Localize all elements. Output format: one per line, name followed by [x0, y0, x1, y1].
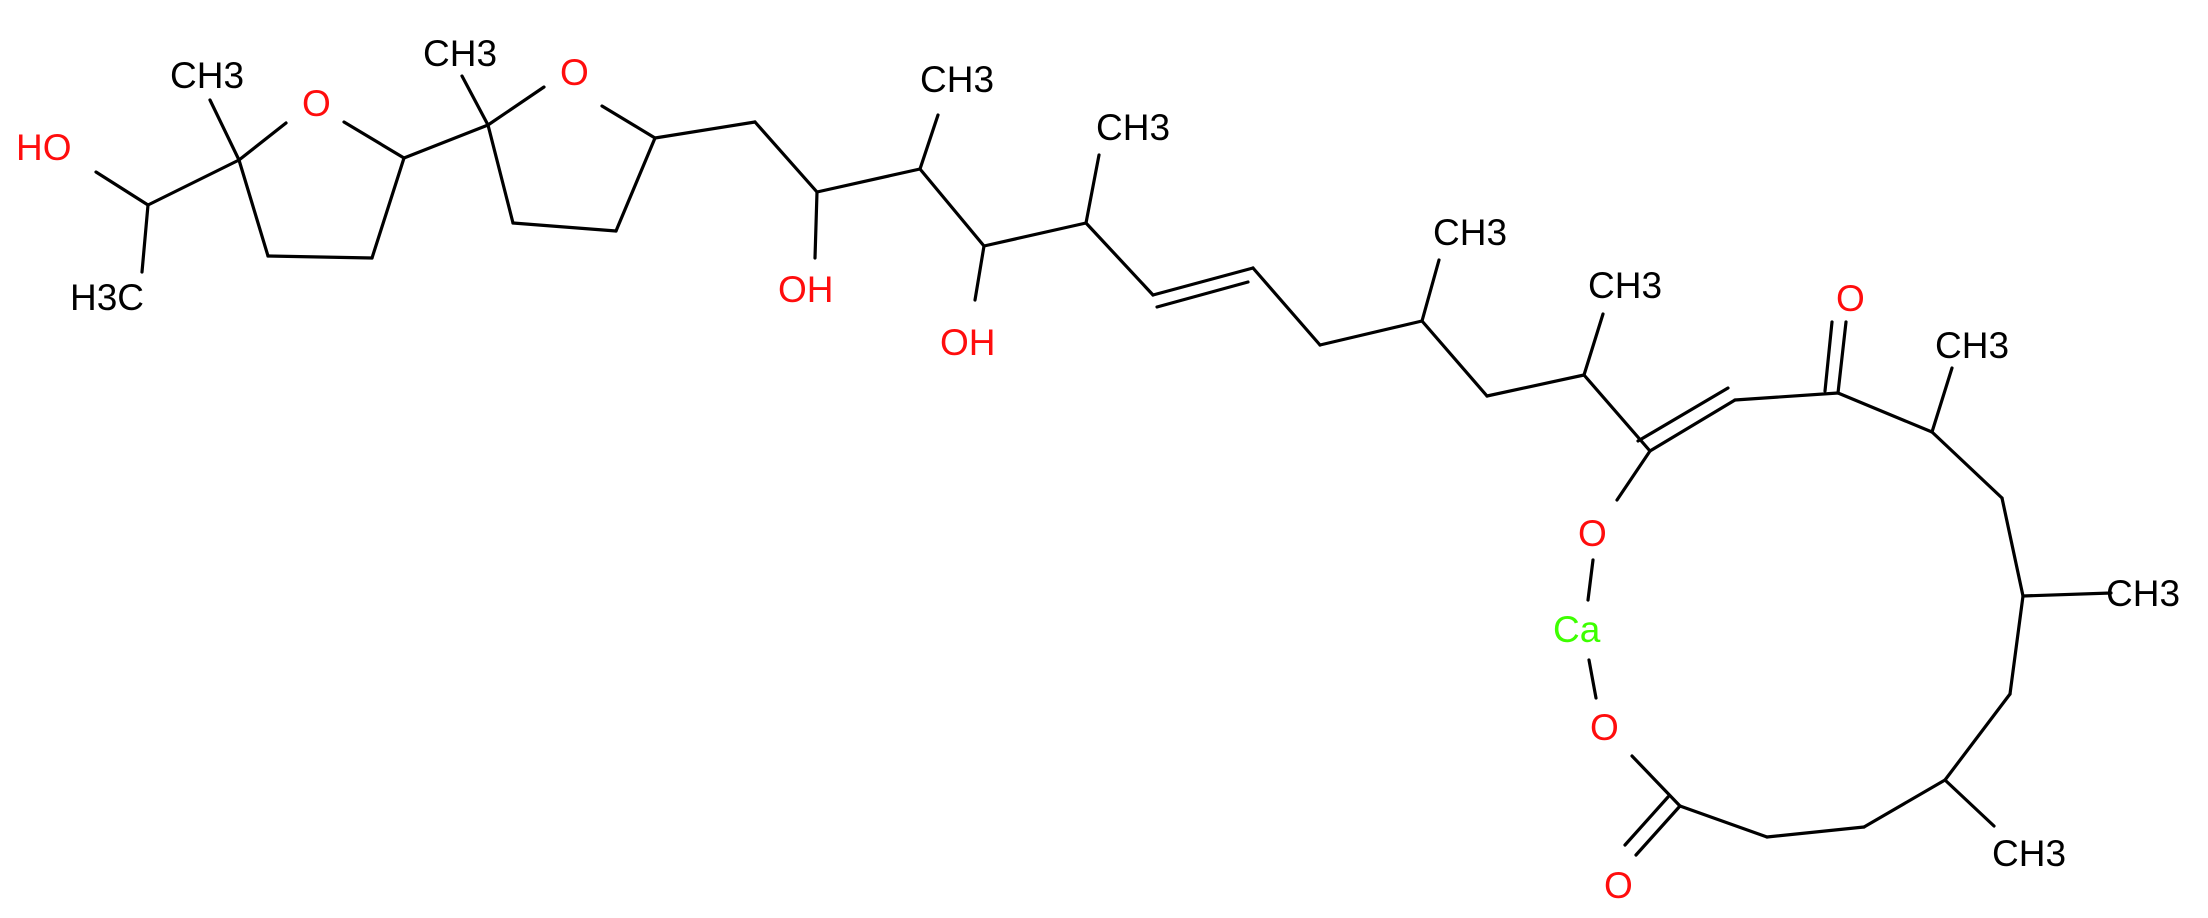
label-ch3-chain4: CH3 [1588, 265, 1662, 306]
label-oh-2: OH [940, 322, 996, 363]
label-ch3-thf2: CH3 [423, 33, 497, 74]
label-oh-1: OH [778, 269, 834, 310]
label-o-ring2: O [560, 52, 589, 93]
label-ch3-chain2: CH3 [1096, 107, 1170, 148]
label-o-ca-bottom: O [1590, 707, 1619, 748]
bond-lines [94, 74, 2113, 857]
label-o-lactone: O [1604, 865, 1633, 906]
label-ch3-ring-b: CH3 [2106, 573, 2180, 614]
label-ho-top: HO [16, 127, 72, 168]
label-o-ring1: O [302, 83, 331, 124]
label-ch3-ring-c: CH3 [1992, 833, 2066, 874]
label-ca: Ca [1553, 609, 1601, 650]
label-o-ketone-top: O [1836, 278, 1865, 319]
label-ch3-chain1: CH3 [920, 59, 994, 100]
label-ch3-ring-a: CH3 [1935, 325, 2009, 366]
atom-labels: CH3 HO H3C O CH3 O CH3 CH3 OH OH CH3 CH3… [16, 33, 2180, 906]
label-h3c-left: H3C [70, 277, 144, 318]
label-o-ca-top: O [1578, 513, 1607, 554]
label-ch3-chain3: CH3 [1433, 212, 1507, 253]
label-ch3-thf1: CH3 [170, 55, 244, 96]
